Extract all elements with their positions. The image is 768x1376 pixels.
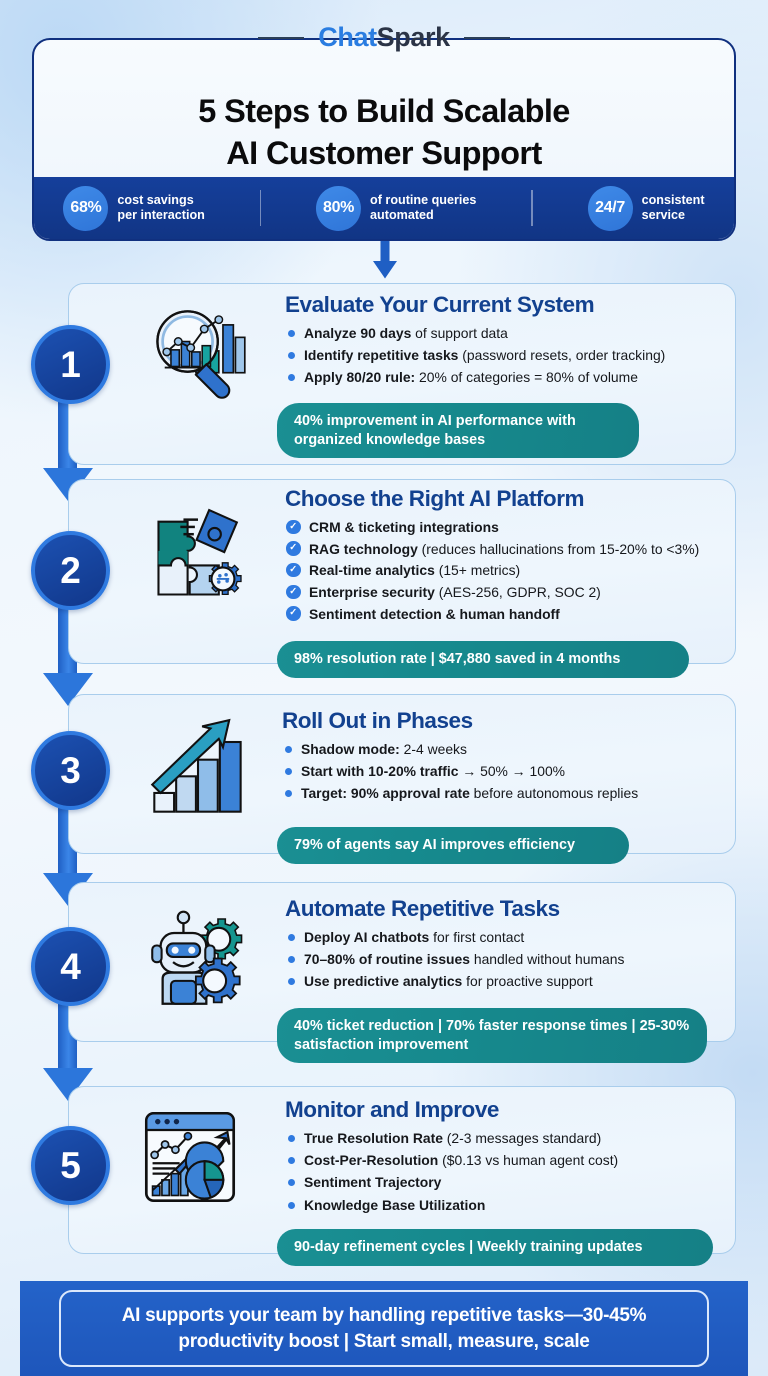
magnifying-glass-chart-icon [156, 310, 246, 399]
step-point: Shadow mode: 2-4 weeks [282, 740, 732, 759]
step-point: ✓Enterprise security (AES-256, GDPR, SOC… [285, 583, 735, 602]
header-card: 5 Steps to Build Scalable AI Customer Su… [32, 38, 736, 241]
step-point: Cost-Per-Resolution ($0.13 vs human agen… [285, 1151, 735, 1170]
stats-bar: 68% cost savings per interaction 80% of … [34, 177, 734, 239]
step-point: True Resolution Rate (2-3 messages stand… [285, 1129, 735, 1148]
stat-item: 68% cost savings per interaction [59, 185, 208, 231]
stat-label-line1: consistent [641, 192, 705, 207]
stat-label: consistent service [642, 193, 705, 224]
check-circle-icon: ✓ [286, 519, 301, 535]
step-number-badge-4: 4 [31, 927, 110, 1006]
step-number-badge-5: 5 [31, 1126, 110, 1205]
puzzle-gear-icon [157, 508, 242, 596]
step-points-1: Analyze 90 days of support data Identify… [285, 324, 725, 387]
step-point: Deploy AI chatbots for first contact [285, 928, 735, 947]
footer-line2: productivity boost | Start small, measur… [178, 1330, 590, 1352]
step-point: ✓Sentiment detection & human handoff [285, 605, 735, 624]
dashboard-analytics-icon [144, 1111, 236, 1203]
step-points-4: Deploy AI chatbots for first contact 70–… [285, 928, 735, 991]
connector-arrow-4-5 [43, 1068, 93, 1101]
stat-label-line1: cost savings [117, 192, 194, 207]
step-point: ✓RAG technology (reduces hallucinations … [285, 540, 735, 559]
footer-message: AI supports your team by handling repeti… [59, 1290, 709, 1367]
stat-label: cost savings per interaction [117, 193, 204, 224]
stat-label: of routine queries automated [370, 193, 476, 224]
footer-line1: AI supports your team by handling repeti… [121, 1305, 647, 1327]
step-point: Start with 10-20% traffic → 50% → 100% [282, 762, 732, 781]
step-title-3: Roll Out in Phases [282, 708, 473, 733]
stat-divider [531, 190, 533, 226]
step-title-5: Monitor and Improve [285, 1097, 499, 1122]
stat-value-bubble: 80% [316, 185, 362, 231]
connector-arrow-2-3 [43, 673, 93, 706]
check-circle-icon: ✓ [286, 584, 301, 600]
step-point: ✓Real-time analytics (15+ metrics) [285, 561, 735, 580]
brand-rule-left [258, 36, 305, 39]
page-title-line1: 5 Steps to Build Scalable [198, 92, 570, 129]
step-content-2: Choose the Right AI Platform ✓CRM & tick… [285, 486, 735, 626]
check-circle-icon: ✓ [286, 606, 301, 621]
connector-arrow-1-2 [43, 468, 93, 501]
stat-divider [259, 190, 262, 226]
step-points-3: Shadow mode: 2-4 weeks Start with 10-20%… [282, 740, 732, 803]
stat-item: 80% of routine queries automated [312, 185, 480, 231]
step-title-4: Automate Repetitive Tasks [285, 896, 560, 921]
step-number-badge-1: 1 [31, 325, 110, 404]
step-points-2: ✓CRM & ticketing integrations ✓RAG techn… [285, 518, 735, 623]
growth-bar-arrow-icon [150, 718, 242, 813]
page-title: 5 Steps to Build Scalable AI Customer Su… [34, 70, 734, 195]
step-title-2: Choose the Right AI Platform [285, 486, 585, 511]
stat-label-line2: per interaction [117, 208, 205, 222]
step-number-badge-2: 2 [31, 531, 110, 610]
brand-word-chat: Chat [318, 22, 377, 52]
step-point: Analyze 90 days of support data [285, 324, 725, 343]
robot-gears-icon [151, 910, 243, 1005]
brand-name: ChatSpark [318, 22, 450, 53]
stat-item: 24/7 consistent service [584, 185, 709, 231]
step-point: 70–80% of routine issues handled without… [285, 950, 735, 969]
step-point: Use predictive analytics for proactive s… [285, 972, 735, 991]
stat-value-bubble: 68% [63, 185, 109, 231]
step-content-4: Automate Repetitive Tasks Deploy AI chat… [285, 896, 735, 995]
step-point: Sentiment Trajectory [285, 1173, 735, 1192]
stat-label-line2: service [641, 208, 685, 222]
step-point: Apply 80/20 rule: 20% of categories = 80… [285, 368, 725, 387]
step-number-badge-3: 3 [31, 731, 110, 810]
arrow-down-icon [373, 241, 397, 279]
step-points-5: True Resolution Rate (2-3 messages stand… [285, 1129, 735, 1214]
step-content-5: Monitor and Improve True Resolution Rate… [285, 1097, 735, 1218]
footer-banner: AI supports your team by handling repeti… [20, 1281, 748, 1376]
step-point: Knowledge Base Utilization [285, 1196, 735, 1215]
stat-label-line2: automated [370, 208, 434, 222]
step-content-1: Evaluate Your Current System Analyze 90 … [285, 292, 725, 391]
step-point: Target: 90% approval rate before autonom… [282, 784, 732, 803]
step-content-3: Roll Out in Phases Shadow mode: 2-4 week… [282, 708, 732, 807]
brand-word-spark: Spark [376, 22, 450, 52]
step-pill-3: 79% of agents say AI improves efficiency [277, 827, 629, 864]
step-pill-2: 98% resolution rate | $47,880 saved in 4… [277, 641, 689, 678]
stat-label-line1: of routine queries [370, 192, 477, 207]
brand-logo: ChatSpark [0, 22, 768, 53]
step-point: ✓CRM & ticketing integrations [285, 518, 735, 537]
step-pill-4: 40% ticket reduction | 70% faster respon… [277, 1008, 707, 1064]
connector-arrow-3-4 [43, 873, 93, 906]
page-title-line2: AI Customer Support [226, 134, 542, 171]
brand-rule-right [463, 36, 510, 39]
step-pill-1: 40% improvement in AI performance with o… [277, 403, 639, 459]
step-title-1: Evaluate Your Current System [285, 292, 595, 317]
step-pill-5: 90-day refinement cycles | Weekly traini… [277, 1229, 713, 1266]
step-point: Identify repetitive tasks (password rese… [285, 346, 725, 365]
check-circle-icon: ✓ [286, 562, 301, 578]
check-circle-icon: ✓ [286, 541, 301, 556]
stat-value-bubble: 24/7 [587, 185, 633, 231]
